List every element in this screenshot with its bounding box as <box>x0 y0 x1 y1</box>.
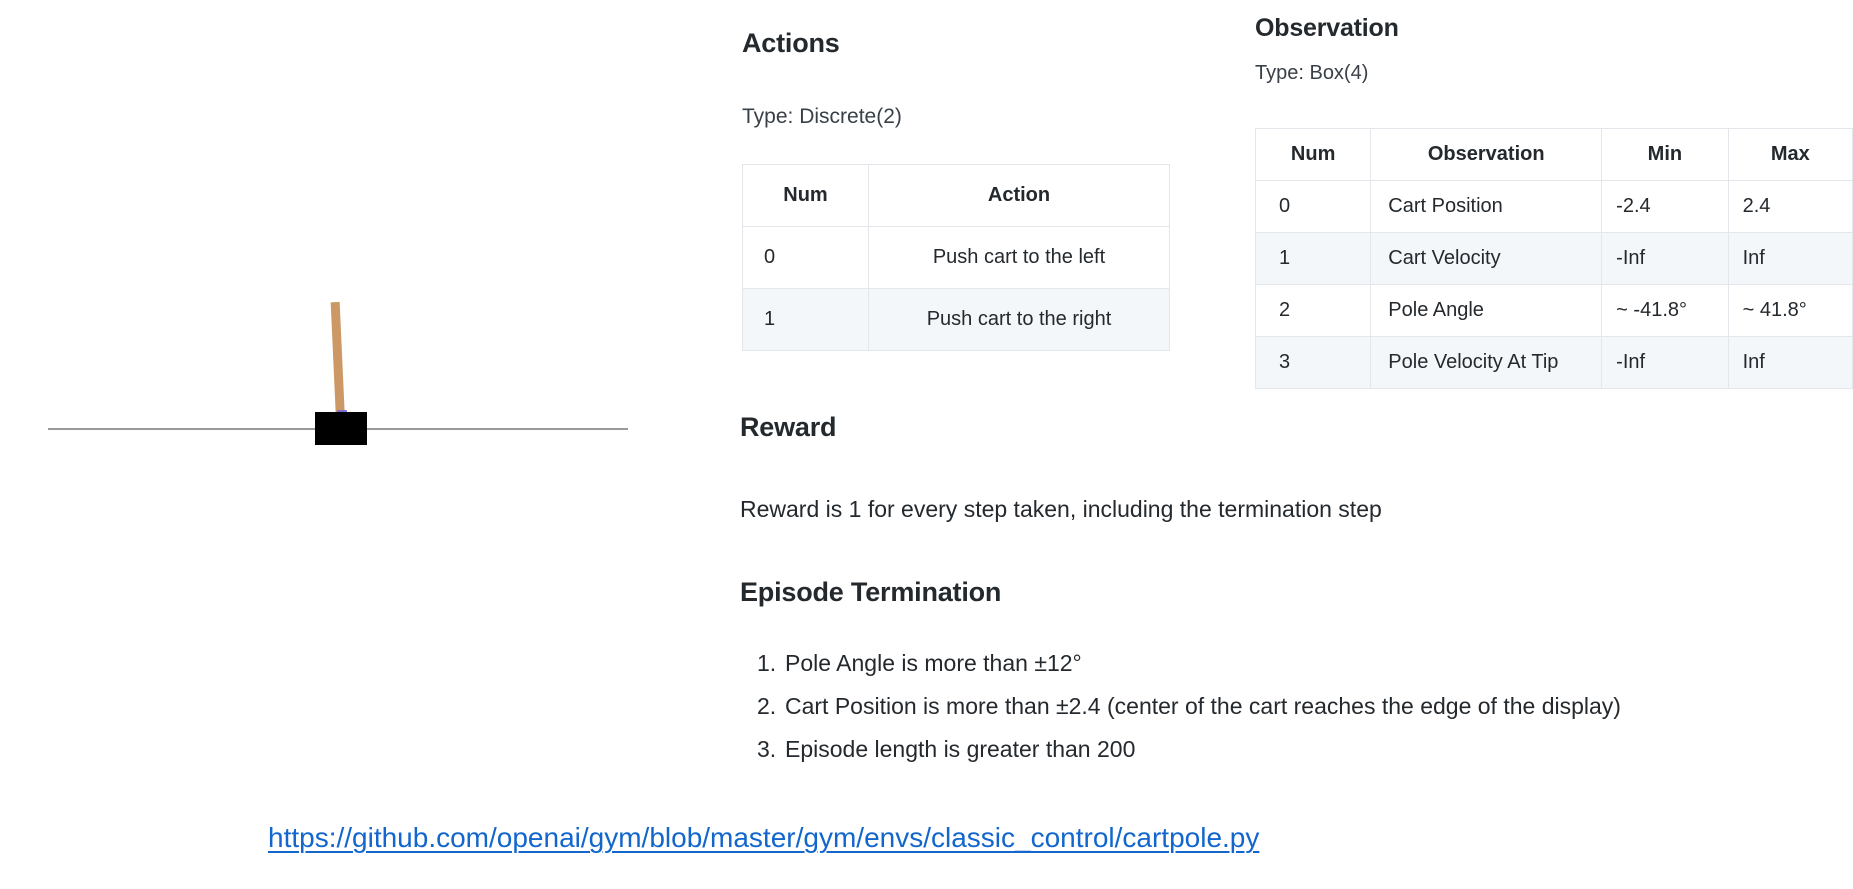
observation-cell-min: -Inf <box>1601 232 1729 285</box>
observation-col-num: Num <box>1254 128 1372 181</box>
actions-cell-action: Push cart to the left <box>868 226 1170 289</box>
list-item-text: Episode length is greater than 200 <box>785 736 1136 762</box>
actions-cell-num: 1 <box>742 288 869 351</box>
list-item: 1. Pole Angle is more than ±12° <box>757 650 1621 677</box>
observation-type-label: Type: Box(4) <box>1255 62 1369 84</box>
observation-cell-min: -Inf <box>1601 336 1729 389</box>
observation-heading: Observation <box>1255 14 1399 42</box>
observation-cell-num: 1 <box>1254 232 1372 285</box>
observation-cell-num: 0 <box>1254 180 1372 233</box>
actions-cell-action: Push cart to the right <box>868 288 1170 351</box>
list-item-number: 2. <box>757 693 777 719</box>
observation-cell-name: Pole Velocity At Tip <box>1370 336 1603 389</box>
observation-cell-min: ~ -41.8° <box>1601 284 1729 337</box>
observation-cell-name: Pole Angle <box>1370 284 1603 337</box>
actions-col-action: Action <box>868 164 1170 227</box>
table-row: 0 Push cart to the left <box>742 226 1170 289</box>
actions-table-header-row: Num Action <box>742 164 1170 227</box>
termination-list: 1. Pole Angle is more than ±12° 2. Cart Po… <box>757 650 1621 779</box>
cartpole-illustration <box>0 250 660 480</box>
observation-cell-max: ~ 41.8° <box>1727 284 1853 337</box>
list-item: 2. Cart Position is more than ±2.4 (cente… <box>757 693 1621 720</box>
actions-heading: Actions <box>742 28 840 58</box>
observation-col-observation: Observation <box>1370 128 1603 181</box>
table-row: 1 Push cart to the right <box>742 288 1170 351</box>
table-row: 1 Cart Velocity -Inf Inf <box>1254 232 1853 285</box>
list-item-number: 1. <box>757 650 777 676</box>
observation-cell-min: -2.4 <box>1601 180 1729 233</box>
table-row: 3 Pole Velocity At Tip -Inf Inf <box>1254 336 1853 389</box>
actions-table: Num Action 0 Push cart to the left 1 Pus… <box>742 164 1170 351</box>
list-item-number: 3. <box>757 736 777 762</box>
reward-text: Reward is 1 for every step taken, includ… <box>740 496 1382 522</box>
reward-heading: Reward <box>740 412 837 442</box>
list-item: 3. Episode length is greater than 200 <box>757 736 1621 763</box>
list-item-text: Pole Angle is more than ±12° <box>785 650 1082 676</box>
observation-cell-name: Cart Velocity <box>1370 232 1603 285</box>
cart-icon <box>315 412 367 445</box>
actions-cell-num: 0 <box>742 226 869 289</box>
observation-cell-name: Cart Position <box>1370 180 1603 233</box>
observation-col-max: Max <box>1727 128 1853 181</box>
source-code-link[interactable]: https://github.com/openai/gym/blob/maste… <box>268 822 1260 853</box>
table-row: 2 Pole Angle ~ -41.8° ~ 41.8° <box>1254 284 1853 337</box>
observation-cell-max: Inf <box>1727 336 1853 389</box>
observation-cell-max: Inf <box>1727 232 1853 285</box>
actions-type-label: Type: Discrete(2) <box>742 105 902 128</box>
episode-termination-heading: Episode Termination <box>740 577 1002 607</box>
observation-cell-num: 3 <box>1254 336 1372 389</box>
observation-cell-max: 2.4 <box>1727 180 1853 233</box>
list-item-text: Cart Position is more than ±2.4 (center … <box>785 693 1621 719</box>
observation-cell-num: 2 <box>1254 284 1372 337</box>
observation-col-min: Min <box>1601 128 1729 181</box>
observation-table-header-row: Num Observation Min Max <box>1254 128 1853 181</box>
actions-col-num: Num <box>742 164 869 227</box>
observation-table: Num Observation Min Max 0 Cart Position … <box>1254 128 1853 389</box>
table-row: 0 Cart Position -2.4 2.4 <box>1254 180 1853 233</box>
